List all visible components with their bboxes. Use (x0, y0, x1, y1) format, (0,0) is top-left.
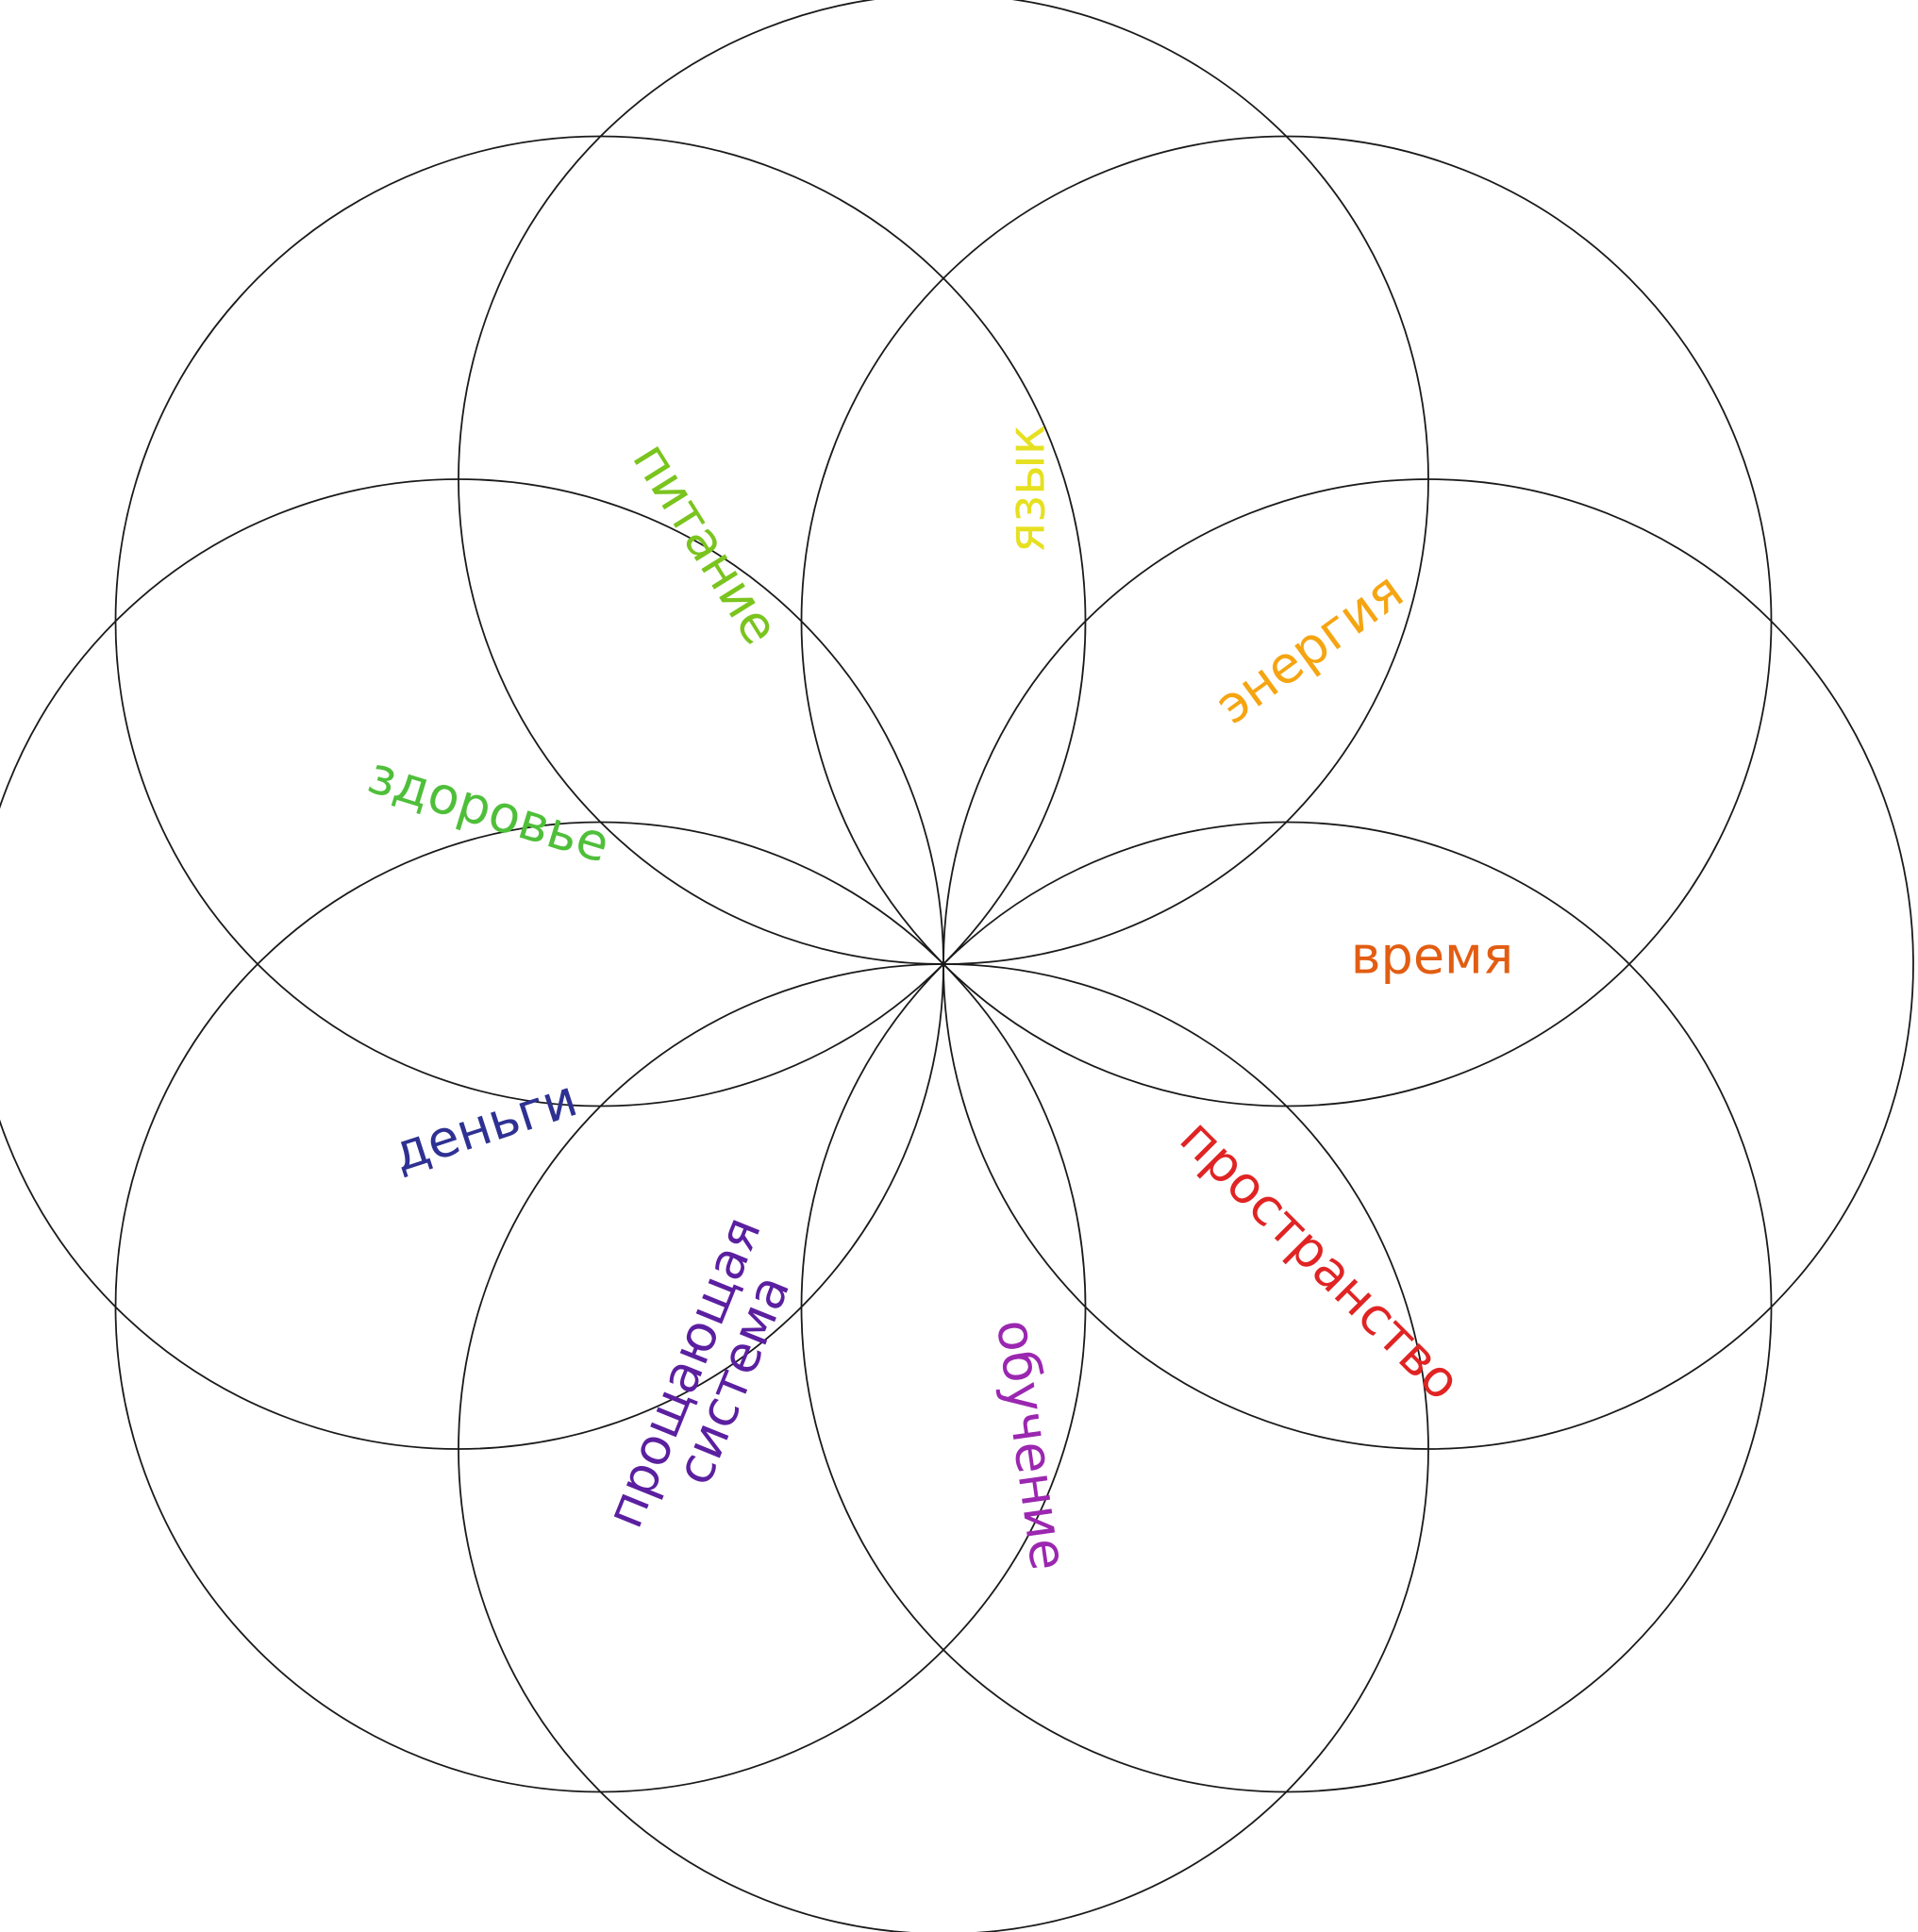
label-pitanie: питание (621, 432, 791, 655)
ring-circle (458, 963, 1429, 1932)
label-prostranstvo: пространство (1169, 1108, 1473, 1411)
label-zdorovye: здоровье (361, 745, 616, 874)
label-yazyk: язык (997, 425, 1057, 553)
ring-circle (800, 821, 1773, 1793)
label-vremya: время (1351, 926, 1514, 986)
label-dengi: деньги (385, 1068, 584, 1183)
label-energiya: энергия (1205, 560, 1414, 735)
